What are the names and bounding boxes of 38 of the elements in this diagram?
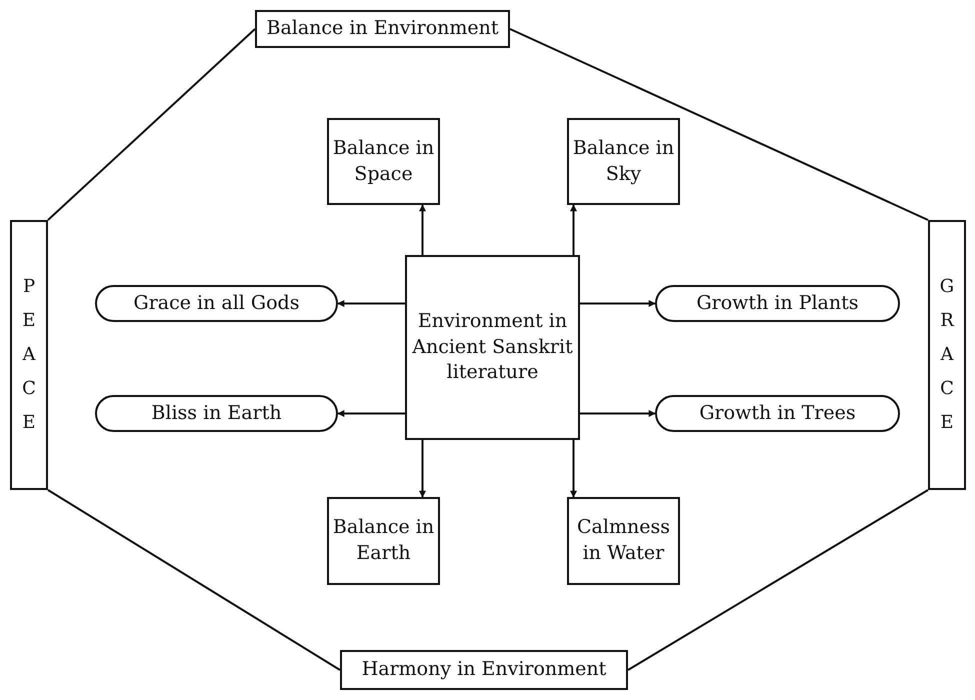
- arrow: [419, 204, 426, 255]
- text-box: [567, 118, 680, 205]
- text-box: [255, 10, 510, 48]
- node-label: Calmness in Water: [576, 515, 671, 566]
- text-box: [567, 497, 680, 585]
- vertical-box: [928, 220, 966, 490]
- node-label: Grace in all Gods: [134, 290, 300, 316]
- node-label: Bliss in Earth: [151, 400, 282, 426]
- node-label: Balance in Sky: [572, 136, 676, 186]
- node-label: Balance in Earth: [332, 515, 436, 566]
- node-label: Harmony in Environment: [362, 657, 606, 682]
- vertical-box: [10, 220, 48, 490]
- connector-line: [627, 489, 929, 671]
- arrow: [337, 410, 405, 417]
- node-label: Environment in Ancient Sanskrit literature: [411, 309, 574, 386]
- rounded-box: [95, 395, 338, 432]
- rounded-box: [95, 285, 338, 322]
- arrow: [570, 204, 577, 255]
- node-label: Balance in Environment: [266, 16, 499, 42]
- text-box: [405, 255, 580, 440]
- rounded-box: [655, 285, 900, 322]
- arrow: [580, 410, 656, 417]
- connector-line: [47, 28, 256, 221]
- arrow: [419, 440, 426, 498]
- text-box: [327, 118, 440, 205]
- node-label: Balance in Space: [332, 136, 436, 186]
- arrow: [570, 440, 577, 498]
- rounded-box: [655, 395, 900, 432]
- node-label: Growth in Trees: [699, 400, 856, 426]
- text-box: [327, 497, 440, 585]
- connector-line: [47, 489, 341, 671]
- text-box: [340, 650, 628, 690]
- connector-line: [510, 28, 928, 221]
- node-label: Growth in Plants: [696, 290, 859, 316]
- node-label: GRACE: [938, 274, 956, 436]
- node-label: PEACE: [21, 274, 37, 436]
- arrow: [580, 300, 656, 307]
- arrow: [337, 300, 405, 307]
